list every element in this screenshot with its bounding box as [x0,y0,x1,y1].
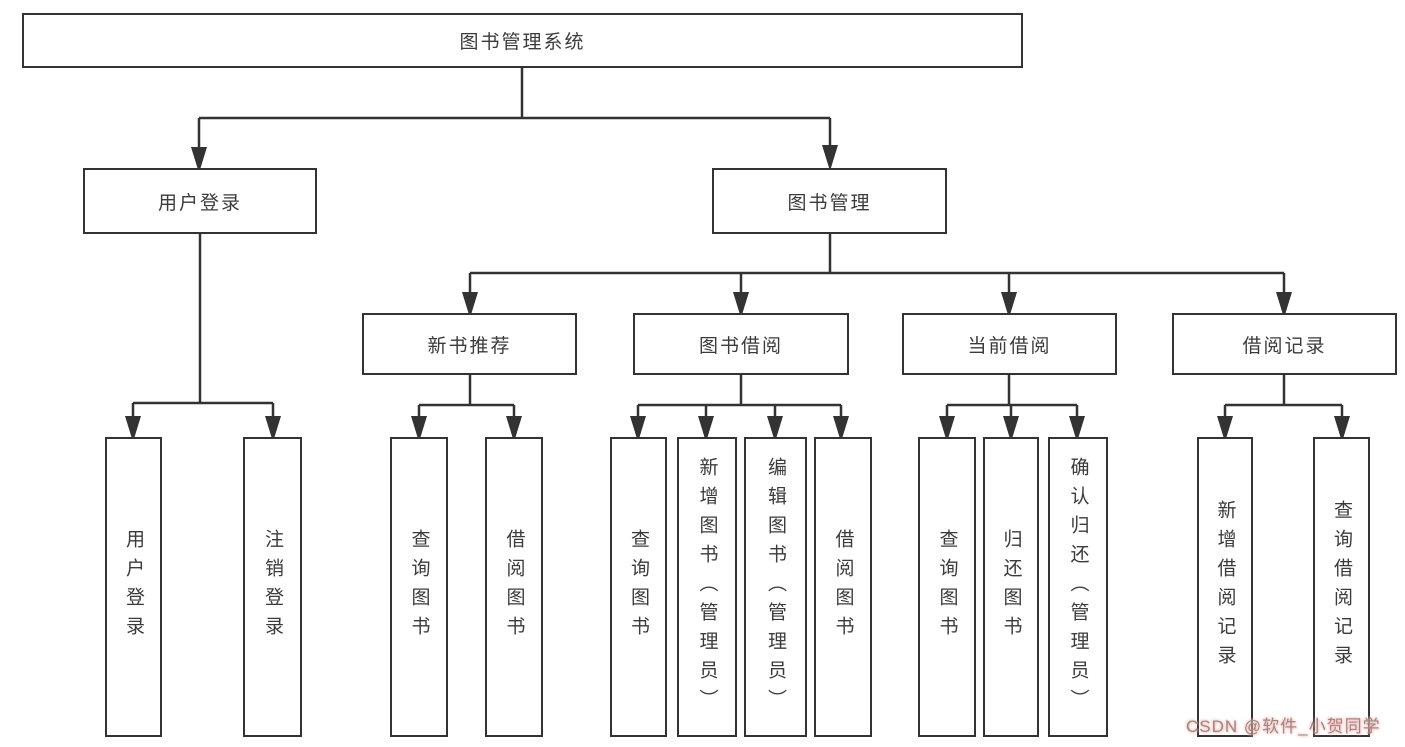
node-book-borrow-label: 图书借阅 [698,335,783,357]
leaf-confirm-return-admin-label: 确认归还（管理员） [1067,456,1089,718]
leaf-logout-label: 注销登录 [262,529,283,645]
leaf-query-borrow-record: 查询借阅记录 [1313,437,1370,737]
node-user-login-label: 用户登录 [157,192,242,214]
leaf-add-book-admin-label: 新增图书（管理员） [696,456,718,718]
leaf-borrow-books-1: 借阅图书 [485,437,543,737]
leaf-borrow-books-2: 借阅图书 [814,437,872,737]
node-book-borrow: 图书借阅 [633,313,849,375]
leaf-query-books-3-label: 查询图书 [936,529,958,645]
leaf-query-borrow-record-label: 查询借阅记录 [1331,500,1352,674]
leaf-query-books-1: 查询图书 [390,437,448,737]
leaf-edit-book-admin: 编辑图书（管理员） [744,437,807,737]
node-book-management-label: 图书管理 [787,192,872,214]
node-current-borrow-label: 当前借阅 [967,335,1052,357]
leaf-return-books: 归还图书 [983,437,1039,737]
leaf-query-books-3: 查询图书 [918,437,976,737]
node-book-management: 图书管理 [712,168,947,234]
leaf-edit-book-admin-label: 编辑图书（管理员） [765,456,786,718]
node-new-book-recommend-label: 新书推荐 [427,335,512,357]
leaf-add-borrow-record: 新增借阅记录 [1197,437,1253,737]
leaf-add-borrow-record-label: 新增借阅记录 [1214,500,1236,674]
node-user-login: 用户登录 [83,168,317,234]
leaf-borrow-books-1-label: 借阅图书 [503,529,525,645]
node-borrow-records: 借阅记录 [1172,313,1397,375]
leaf-logout: 注销登录 [243,437,302,737]
node-new-book-recommend: 新书推荐 [362,313,577,375]
leaf-query-books-2-label: 查询图书 [628,529,649,645]
leaf-user-login-label: 用户登录 [123,529,144,645]
leaf-add-book-admin: 新增图书（管理员） [677,437,737,737]
node-root-label: 图书管理系统 [459,32,586,53]
leaf-confirm-return-admin: 确认归还（管理员） [1048,437,1108,737]
node-borrow-records-label: 借阅记录 [1242,335,1327,357]
leaf-query-books-1-label: 查询图书 [408,529,430,645]
leaf-borrow-books-2-label: 借阅图书 [832,529,854,645]
csdn-watermark: CSDN @软件_小贺同学 [1186,717,1381,736]
leaf-query-books-2: 查询图书 [610,437,667,737]
leaf-user-login: 用户登录 [105,437,162,737]
node-current-borrow: 当前借阅 [902,313,1117,375]
leaf-return-books-label: 归还图书 [1000,529,1022,645]
node-root: 图书管理系统 [22,13,1023,68]
